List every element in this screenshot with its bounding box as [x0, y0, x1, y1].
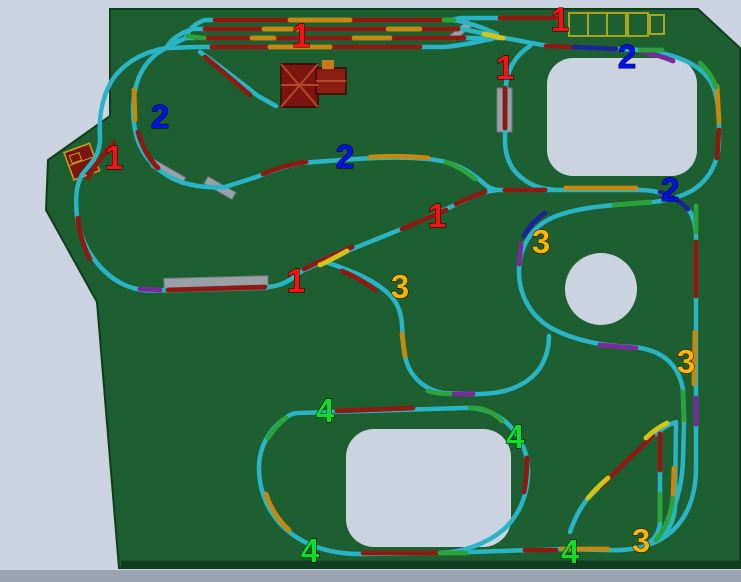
- track-segments-red[interactable]: [75, 15, 722, 556]
- route-label-1-4[interactable]: 1: [104, 139, 123, 177]
- track-network[interactable]: [73, 15, 722, 557]
- engine-shed-roof-lines: [280, 63, 346, 108]
- route-label-3-2[interactable]: 3: [390, 268, 409, 306]
- route-label-4-4[interactable]: 4: [560, 533, 580, 571]
- small-building-detail: [68, 151, 83, 165]
- small-building-ridge: [68, 156, 95, 167]
- route-label-4-3[interactable]: 4: [300, 532, 320, 570]
- route-label-2-3[interactable]: 2: [617, 38, 636, 76]
- track-segments-orange[interactable]: [131, 17, 722, 552]
- track-segments-purple[interactable]: [137, 49, 699, 427]
- route-label-1-2[interactable]: 1: [550, 1, 569, 39]
- route-label-3-1[interactable]: 3: [531, 223, 550, 261]
- route-label-2-2[interactable]: 2: [335, 138, 354, 176]
- track-segments-yellow-switches[interactable]: [317, 31, 670, 501]
- route-label-2-1[interactable]: 2: [150, 98, 169, 136]
- route-label-1-6[interactable]: 1: [286, 262, 305, 300]
- route-label-2-4[interactable]: 2: [660, 171, 679, 209]
- engine-shed-chimney: [322, 60, 334, 69]
- cutout-circle: [565, 253, 637, 325]
- plan-rect-small-1[interactable]: [627, 12, 649, 37]
- route-label-1-3[interactable]: 1: [495, 49, 514, 87]
- plan-rect-dividers: [587, 13, 608, 36]
- track-segments-green[interactable]: [185, 17, 719, 556]
- table-edge-strip: [0, 570, 741, 582]
- route-label-4-1[interactable]: 4: [315, 392, 335, 430]
- building-footprint-plan[interactable]: [568, 12, 665, 37]
- cutout-top-right: [547, 58, 697, 176]
- route-label-3-4[interactable]: 3: [631, 522, 650, 560]
- route-label-1-1[interactable]: 1: [291, 17, 310, 55]
- route-label-1-5[interactable]: 1: [427, 197, 446, 235]
- plan-rect-small-2[interactable]: [649, 14, 665, 35]
- plan-rect-large[interactable]: [568, 12, 627, 37]
- engine-shed[interactable]: [280, 60, 347, 108]
- cutout-bottom: [346, 429, 511, 547]
- route-label-4-2[interactable]: 4: [505, 418, 525, 456]
- route-label-3-3[interactable]: 3: [676, 343, 695, 381]
- track-segments-navy[interactable]: [521, 44, 691, 239]
